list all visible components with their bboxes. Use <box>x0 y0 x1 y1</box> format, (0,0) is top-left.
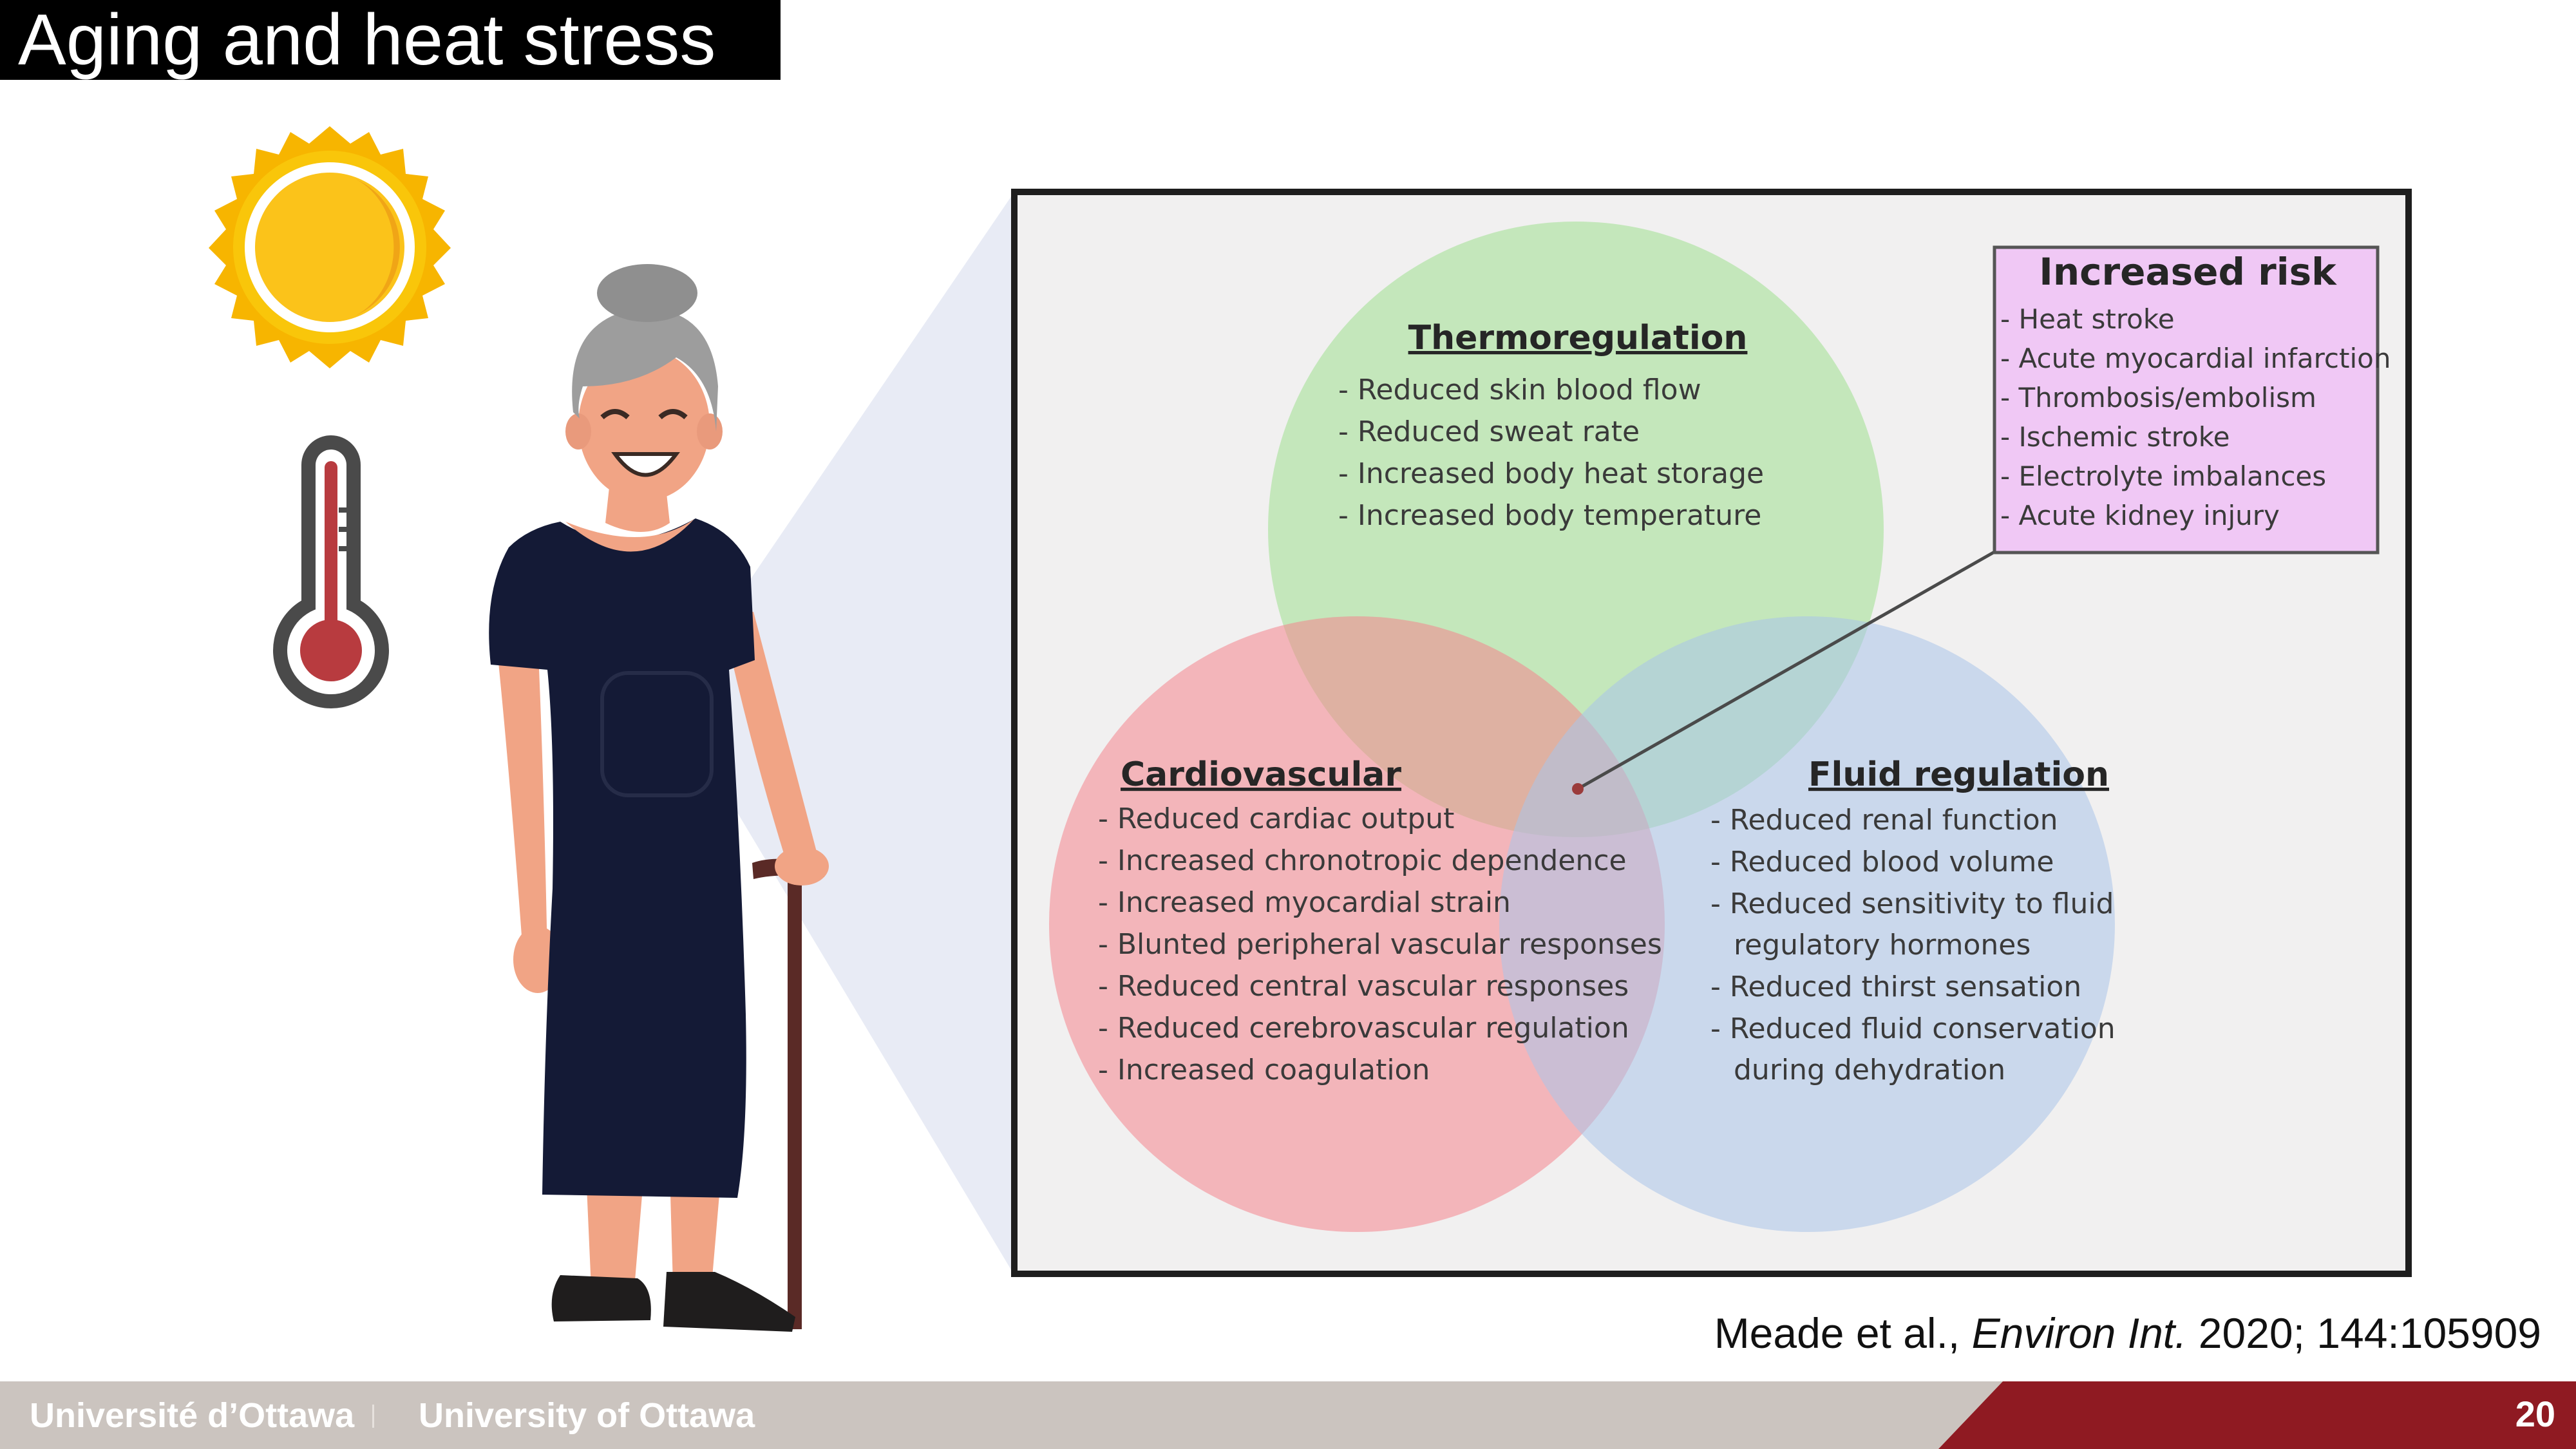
increased-risk-item: - Electrolyte imbalances <box>2000 460 2326 492</box>
thermoregulation-item: - Reduced skin blood flow <box>1338 374 1701 406</box>
cardiovascular-item: - Reduced cerebrovascular regulation <box>1098 1012 1629 1045</box>
footer-bar: Université d’Ottawa University of Ottawa… <box>0 1381 2576 1449</box>
right-leg <box>670 1172 721 1285</box>
increased-risk-title: Increased risk <box>2039 250 2337 294</box>
sun-shade <box>355 179 400 316</box>
cardiovascular-item: - Increased myocardial strain <box>1098 886 1511 919</box>
thermometer-tick <box>339 546 348 551</box>
thermoregulation-title: Thermoregulation <box>1408 319 1748 357</box>
thermoregulation-item: - Increased body temperature <box>1338 499 1761 532</box>
cane-icon <box>788 871 802 1329</box>
right-arm <box>721 612 818 860</box>
increased-risk-item: - Heat stroke <box>2000 303 2175 335</box>
thermoregulation-item: - Increased body heat storage <box>1338 457 1764 490</box>
increased-risk-item: - Ischemic stroke <box>2000 421 2230 453</box>
dress <box>489 518 755 1198</box>
right-shoe <box>663 1272 795 1332</box>
footer-university-english: University of Ottawa <box>419 1396 755 1435</box>
left-shoe <box>551 1275 651 1321</box>
increased-risk-item: - Acute kidney injury <box>2000 500 2280 531</box>
circle-cardiovascular <box>1049 616 1665 1232</box>
fluid-regulation-title: Fluid regulation <box>1808 755 2109 794</box>
fluid-regulation-item: - Reduced thirst sensation <box>1710 971 2081 1003</box>
circle-fluid-regulation <box>1499 616 2115 1232</box>
fluid-regulation-item: during dehydration <box>1734 1054 2005 1086</box>
ear-left <box>565 413 591 450</box>
fluid-regulation-item: - Reduced fluid conservation <box>1710 1012 2116 1045</box>
citation-journal: Environ Int. <box>1971 1309 2187 1357</box>
citation-authors: Meade et al., <box>1714 1309 1960 1357</box>
elderly-woman-illustration <box>489 264 829 1332</box>
left-leg <box>586 1172 644 1288</box>
footer-red-band <box>1938 1381 2576 1449</box>
venn-panel: Thermoregulation - Reduced skin blood fl… <box>1011 189 2412 1277</box>
cardiovascular-item: - Increased chronotropic dependence <box>1098 844 1627 877</box>
thermometer-tick <box>339 507 348 513</box>
fluid-regulation-item: - Reduced blood volume <box>1710 846 2054 878</box>
increased-risk-box <box>1993 245 2380 554</box>
thermometer-mercury-bulb <box>300 620 362 681</box>
cardiovascular-item: - Blunted peripheral vascular responses <box>1098 928 1662 961</box>
footer-university-french: Université d’Ottawa <box>30 1396 355 1435</box>
footer-separator <box>372 1405 374 1428</box>
ear-right <box>697 413 723 450</box>
zoom-cone <box>702 192 1014 1275</box>
eye-right <box>658 409 688 420</box>
left-arm <box>496 638 547 960</box>
mouth <box>611 452 680 477</box>
thermometer-mercury <box>325 461 337 648</box>
hair-bun <box>597 264 697 322</box>
footer-red-shape <box>1938 1381 2576 1449</box>
increased-risk-item: - Acute myocardial infarction <box>2000 343 2391 374</box>
cardiovascular-item: - Reduced cardiac output <box>1098 802 1454 835</box>
slide-title: Aging and heat stress <box>0 0 781 80</box>
neckline <box>565 519 694 552</box>
thermoregulation-item: - Reduced sweat rate <box>1338 415 1640 448</box>
slide-graphics: Thermoregulation - Reduced skin blood fl… <box>209 126 2412 1332</box>
risk-connector-line <box>1577 550 1996 791</box>
hair <box>572 308 718 431</box>
face <box>578 349 710 501</box>
dress-pocket <box>600 671 714 797</box>
citation: Meade et al., Environ Int. 2020; 144:105… <box>1714 1309 2541 1358</box>
eye-left <box>600 409 630 420</box>
thermometer-icon <box>273 435 389 708</box>
fluid-regulation-item: regulatory hormones <box>1734 929 2031 961</box>
cardiovascular-title: Cardiovascular <box>1121 755 1401 794</box>
fluid-regulation-item: - Reduced sensitivity to fluid <box>1710 887 2114 920</box>
sun-core <box>255 173 404 322</box>
page-number: 20 <box>2515 1394 2555 1434</box>
thermometer-tick <box>339 527 348 532</box>
cardiovascular-item: - Increased coagulation <box>1098 1054 1430 1086</box>
increased-risk-item: - Thrombosis/embolism <box>2000 382 2316 413</box>
cardiovascular-item: - Reduced central vascular responses <box>1098 970 1629 1003</box>
fluid-regulation-item: - Reduced renal function <box>1710 804 2058 837</box>
sun-icon <box>209 126 451 368</box>
right-hand <box>775 847 829 886</box>
risk-connector-dot <box>1572 783 1584 795</box>
citation-details: 2020; 144:105909 <box>2198 1309 2541 1357</box>
